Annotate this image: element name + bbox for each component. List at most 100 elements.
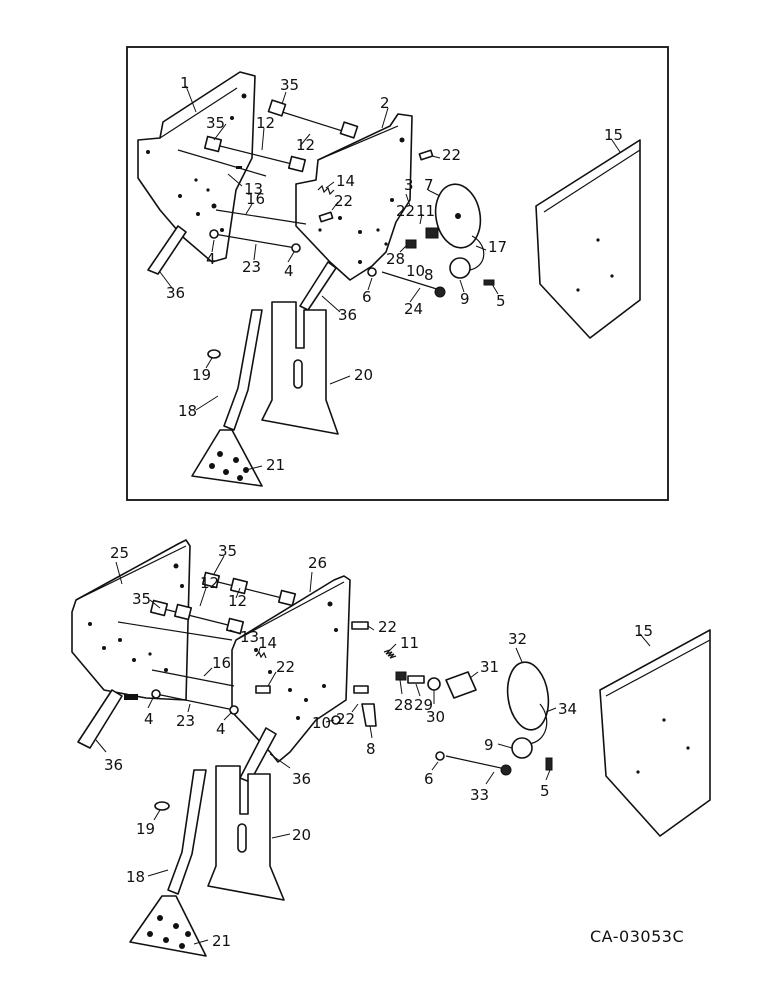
callout: 20	[354, 366, 373, 384]
callout: 31	[480, 658, 499, 676]
callout: 22	[378, 618, 397, 636]
bottom-leaders	[95, 555, 651, 945]
part-29	[407, 675, 425, 684]
callout: 19	[136, 820, 155, 838]
bolt-5	[483, 279, 495, 286]
plate-21	[129, 895, 207, 957]
callout: 18	[178, 402, 197, 420]
callout: 26	[308, 554, 327, 572]
shaft-12-lower	[203, 135, 307, 173]
callout: 23	[242, 258, 261, 276]
side-cover-15	[599, 629, 711, 837]
callout: 9	[484, 736, 494, 754]
pin-22	[418, 149, 434, 161]
callout: 21	[266, 456, 285, 474]
rod-23	[213, 233, 297, 249]
top-leaders	[159, 85, 621, 471]
shaft-12-upper	[201, 571, 297, 607]
part-30	[427, 677, 441, 691]
bushing-4	[209, 229, 219, 239]
callout: 12	[200, 574, 219, 592]
pin-22	[318, 211, 334, 223]
callout: 33	[470, 786, 489, 804]
callout: 24	[404, 300, 423, 318]
shield-20	[207, 765, 285, 901]
bottom-view: 25 35 26 35 12 12 13 14 22 16 22 11 32 3…	[71, 539, 711, 957]
part-11	[425, 227, 439, 239]
callout: 4	[284, 262, 294, 280]
idler-9	[511, 737, 533, 759]
callout: 18	[126, 868, 145, 886]
shaft-33	[445, 755, 511, 771]
callout: 10	[312, 714, 331, 732]
side-plate-2	[295, 113, 413, 281]
pin-22	[353, 685, 369, 694]
callout: 35	[280, 76, 299, 94]
callout: 6	[362, 288, 372, 306]
callout: 12	[256, 114, 275, 132]
callout: 13	[240, 628, 259, 646]
callout: 12	[296, 136, 315, 154]
callout: 35	[206, 114, 225, 132]
callout: 23	[176, 712, 195, 730]
side-plate-1	[137, 71, 256, 263]
nut-6	[435, 751, 445, 761]
part-28	[395, 671, 407, 681]
part-31	[445, 671, 477, 699]
shaft-24	[381, 271, 441, 291]
rod-13	[177, 149, 267, 177]
callout: 21	[212, 932, 231, 950]
bracket-36	[77, 689, 123, 749]
callout: 5	[496, 292, 506, 310]
drive-wheel-7	[434, 183, 485, 271]
callout: 30	[426, 708, 445, 726]
shaft-12-lower	[149, 599, 245, 635]
nut-6	[367, 267, 377, 277]
callout: 9	[460, 290, 470, 308]
part-28	[405, 239, 417, 249]
callout: 8	[424, 266, 434, 284]
callout: 28	[386, 250, 405, 268]
callout: 36	[166, 284, 185, 302]
part-8	[361, 703, 377, 727]
callout: 20	[292, 826, 311, 844]
rod-16	[215, 209, 307, 225]
bracket-36	[147, 225, 187, 275]
side-plate-25	[71, 539, 191, 701]
drawing-code: CA-03053C	[590, 927, 684, 946]
pin-22	[255, 685, 271, 694]
callout: 36	[338, 306, 357, 324]
top-callouts: 1 35 2 35 12 12 13 14 22 3 7 15 22 16 22…	[166, 74, 623, 474]
hub-24	[434, 286, 446, 298]
shield-20	[261, 301, 339, 435]
callout: 8	[366, 740, 376, 758]
callout: 14	[336, 172, 355, 190]
callout: 16	[212, 654, 231, 672]
callout: 22	[396, 202, 415, 220]
side-cover-15	[535, 139, 641, 339]
callout: 4	[216, 720, 226, 738]
callout: 15	[604, 126, 623, 144]
callout: 12	[228, 592, 247, 610]
callout: 1	[180, 74, 190, 92]
spring-11	[383, 649, 397, 659]
bracket-36	[239, 727, 277, 783]
tube-18	[167, 769, 207, 895]
callout: 2	[380, 94, 390, 112]
callout: 28	[394, 696, 413, 714]
top-view: 1 35 2 35 12 12 13 14 22 3 7 15 22 16 22…	[126, 46, 669, 501]
shaft-12-upper	[267, 99, 359, 139]
top-view-frame	[126, 46, 669, 501]
bracket-36	[299, 261, 337, 311]
hub-33	[500, 764, 512, 776]
callout: 29	[414, 696, 433, 714]
callout: 14	[258, 634, 277, 652]
pin-22	[351, 621, 369, 630]
callout: 11	[400, 634, 419, 652]
callout: 6	[424, 770, 434, 788]
callout: 35	[218, 542, 237, 560]
callout: 7	[424, 176, 434, 194]
callout: 34	[558, 700, 577, 718]
callout: 36	[292, 770, 311, 788]
callout: 25	[110, 544, 129, 562]
